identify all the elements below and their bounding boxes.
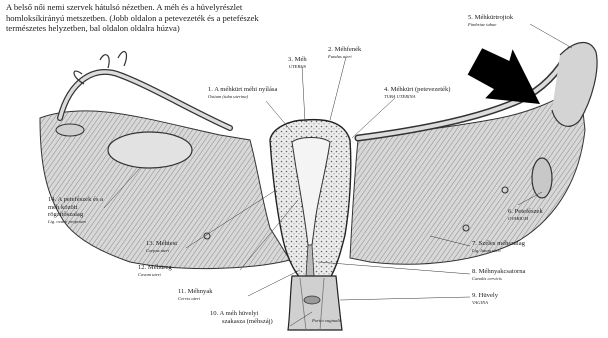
- figure-caption: A belső női nemi szervek hátulsó nézetbe…: [6, 2, 336, 34]
- label-10: 10. A méh hüvelyi szakasza (méhszáj) Por…: [210, 310, 273, 325]
- label-12: 12. Méhüreg Cavum uteri: [138, 264, 172, 277]
- label-1-text: 1. A méhkürt méhi nyílása: [208, 86, 277, 93]
- label-6-text: 6. Petefészek: [508, 208, 543, 215]
- label-12-latin: Cavum uteri: [138, 272, 172, 278]
- label-14-text-2: méh között: [48, 204, 103, 212]
- label-5-text: 5. Méhkürtrojtok: [468, 14, 513, 21]
- left-ovary: [108, 132, 192, 168]
- label-5-latin: Fimbriae tubae: [468, 22, 513, 28]
- label-10-text-2: szakasza (méhszáj): [210, 318, 273, 326]
- label-13-text: 13. Méhtest: [146, 240, 177, 247]
- label-6: 6. Petefészek OVARIUM: [508, 208, 543, 221]
- label-7: 7. Széles méhszalag Lig. latum uteri: [472, 240, 525, 253]
- label-1-latin: Ostium (tuba uterina): [208, 94, 277, 100]
- label-1: 1. A méhkürt méhi nyílása Ostium (tuba u…: [208, 86, 277, 99]
- label-4: 4. Méhkürt (petevezeték) TUBA UTERINA: [384, 86, 450, 99]
- label-9-latin: VAGINA: [472, 300, 498, 306]
- label-14-text: 14. A petefészek és a: [48, 196, 103, 204]
- label-6-latin: OVARIUM: [508, 216, 543, 222]
- label-9-text: 9. Hüvely: [472, 292, 498, 299]
- fimbriae: [552, 43, 597, 127]
- label-4-latin: TUBA UTERINA: [384, 94, 450, 100]
- label-5: 5. Méhkürtrojtok Fimbriae tubae: [468, 14, 513, 27]
- label-2-latin: Fundus uteri: [328, 54, 361, 60]
- label-4-text: 4. Méhkürt (petevezeték): [384, 86, 450, 93]
- label-13: 13. Méhtest Corpus uteri: [146, 240, 177, 253]
- label-3-latin: UTERUS: [288, 64, 307, 70]
- label-11-text: 11. Méhnyak: [178, 288, 213, 295]
- label-9: 9. Hüvely VAGINA: [472, 292, 498, 305]
- label-14-latin: Lig. ovarii proprium: [48, 219, 103, 225]
- label-8-latin: Canalis cervicis: [472, 276, 525, 282]
- label-8-text: 8. Méhnyakcsatorna: [472, 268, 525, 275]
- label-2-text: 2. Méhfenék: [328, 46, 361, 53]
- label-14-text-3: rögzítőszalag: [48, 211, 103, 219]
- label-11: 11. Méhnyak Cervix uteri: [178, 288, 213, 301]
- label-8: 8. Méhnyakcsatorna Canalis cervicis: [472, 268, 525, 281]
- label-11-latin: Cervix uteri: [178, 296, 213, 302]
- label-13-latin: Corpus uteri: [146, 248, 177, 254]
- label-14: 14. A petefészek és a méh között rögzítő…: [48, 196, 103, 224]
- caption-line-1: A belső női nemi szervek hátulsó nézetbe…: [6, 2, 336, 13]
- label-3-text: 3. Méh: [288, 56, 307, 63]
- label-10-text: 10. A méh hüvelyi: [210, 310, 273, 318]
- label-7-text: 7. Széles méhszalag: [472, 240, 525, 247]
- label-10-latin: Portio vaginalis: [312, 318, 342, 324]
- label-2: 2. Méhfenék Fundus uteri: [328, 46, 361, 59]
- label-12-text: 12. Méhüreg: [138, 264, 172, 271]
- caption-line-3: természetes helyzetben, bal oldalon olda…: [6, 23, 336, 34]
- label-7-latin: Lig. latum uteri: [472, 248, 525, 254]
- label-3: 3. Méh UTERUS: [288, 56, 307, 69]
- caption-line-2: homloksíkirányú metszetben. (Jobb oldalo…: [6, 13, 336, 24]
